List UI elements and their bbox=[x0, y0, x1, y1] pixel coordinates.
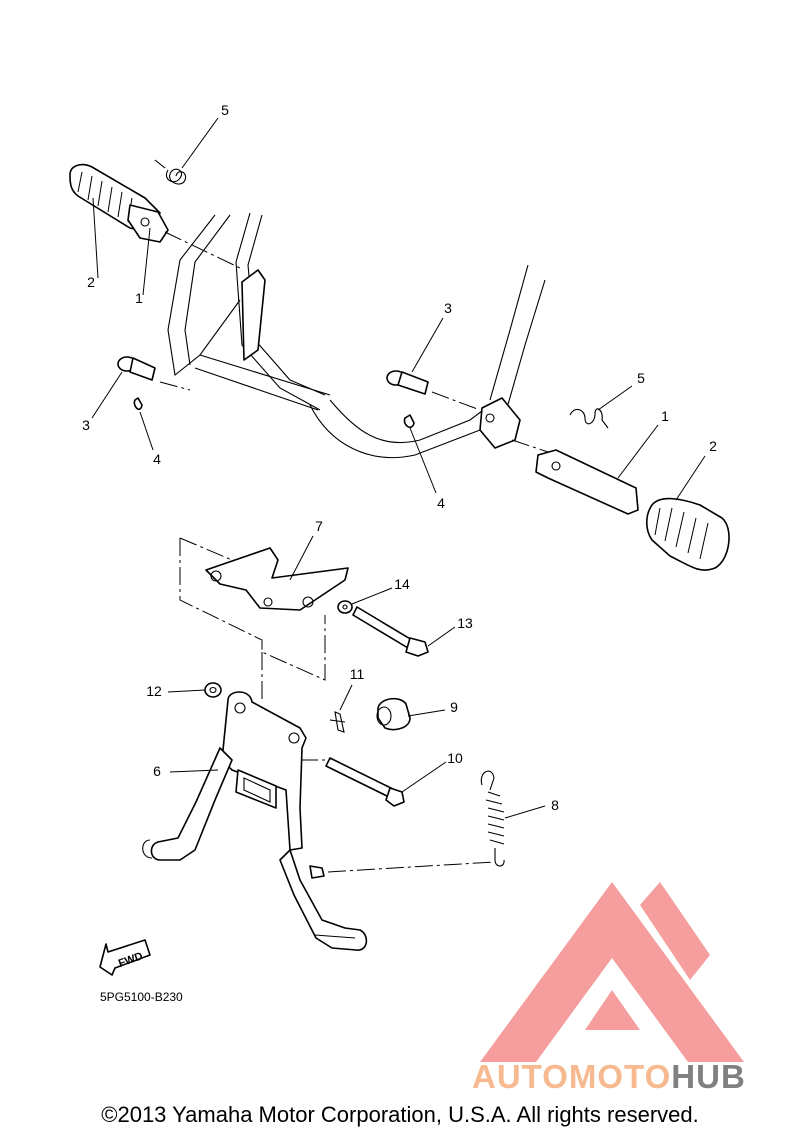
callout-6: 6 bbox=[153, 763, 161, 779]
callout-10: 10 bbox=[447, 750, 463, 766]
callout-1: 1 bbox=[661, 408, 669, 424]
callout-11: 11 bbox=[350, 666, 365, 682]
diagram-code: 5PG5100-B230 bbox=[100, 990, 183, 1004]
callout-9: 9 bbox=[450, 699, 458, 715]
callout-2: 2 bbox=[87, 274, 95, 290]
callout-7: 7 bbox=[315, 518, 323, 534]
callout-12: 12 bbox=[146, 683, 162, 699]
main-stand-6 bbox=[142, 652, 368, 951]
watermark-brand: AUTOMOTOHUB bbox=[472, 1058, 746, 1095]
stand-bracket bbox=[179, 537, 349, 681]
bolt-13-washer-14 bbox=[337, 600, 429, 657]
right-pin bbox=[386, 370, 549, 453]
watermark-brand-orange: AUTOMOTO bbox=[472, 1058, 671, 1095]
callout-5: 5 bbox=[637, 370, 645, 386]
callout-8: 8 bbox=[551, 797, 559, 813]
callout-5: 5 bbox=[221, 102, 229, 118]
watermark-arrow-mark bbox=[640, 882, 710, 980]
frame-tubes bbox=[167, 212, 546, 459]
left-spring bbox=[154, 159, 187, 185]
watermark-triangle-logo bbox=[480, 882, 744, 1062]
spring-8 bbox=[327, 770, 505, 873]
right-spring bbox=[569, 408, 609, 429]
callout-13: 13 bbox=[457, 615, 473, 631]
callout-1: 1 bbox=[135, 290, 143, 306]
callout-4: 4 bbox=[437, 495, 445, 511]
right-footrest bbox=[535, 449, 730, 571]
watermark-brand-gray: HUB bbox=[671, 1058, 746, 1095]
callout-3: 3 bbox=[82, 417, 90, 433]
stand-footrest-diagram: AUTOMOTOHUB bbox=[69, 102, 746, 1095]
fwd-arrow: FWD bbox=[99, 939, 151, 976]
left-pin bbox=[117, 356, 191, 410]
callout-14: 14 bbox=[394, 576, 410, 592]
clip-11 bbox=[329, 711, 346, 733]
callout-3: 3 bbox=[444, 300, 452, 316]
stopper-9 bbox=[376, 697, 411, 731]
left-footrest bbox=[69, 163, 241, 269]
washer-12 bbox=[204, 682, 222, 698]
shaft-10 bbox=[300, 757, 405, 807]
copyright-notice: ©2013 Yamaha Motor Corporation, U.S.A. A… bbox=[101, 1102, 699, 1127]
watermark-logo: AUTOMOTOHUB bbox=[472, 882, 746, 1095]
callout-2: 2 bbox=[709, 438, 717, 454]
callout-4: 4 bbox=[153, 451, 161, 467]
